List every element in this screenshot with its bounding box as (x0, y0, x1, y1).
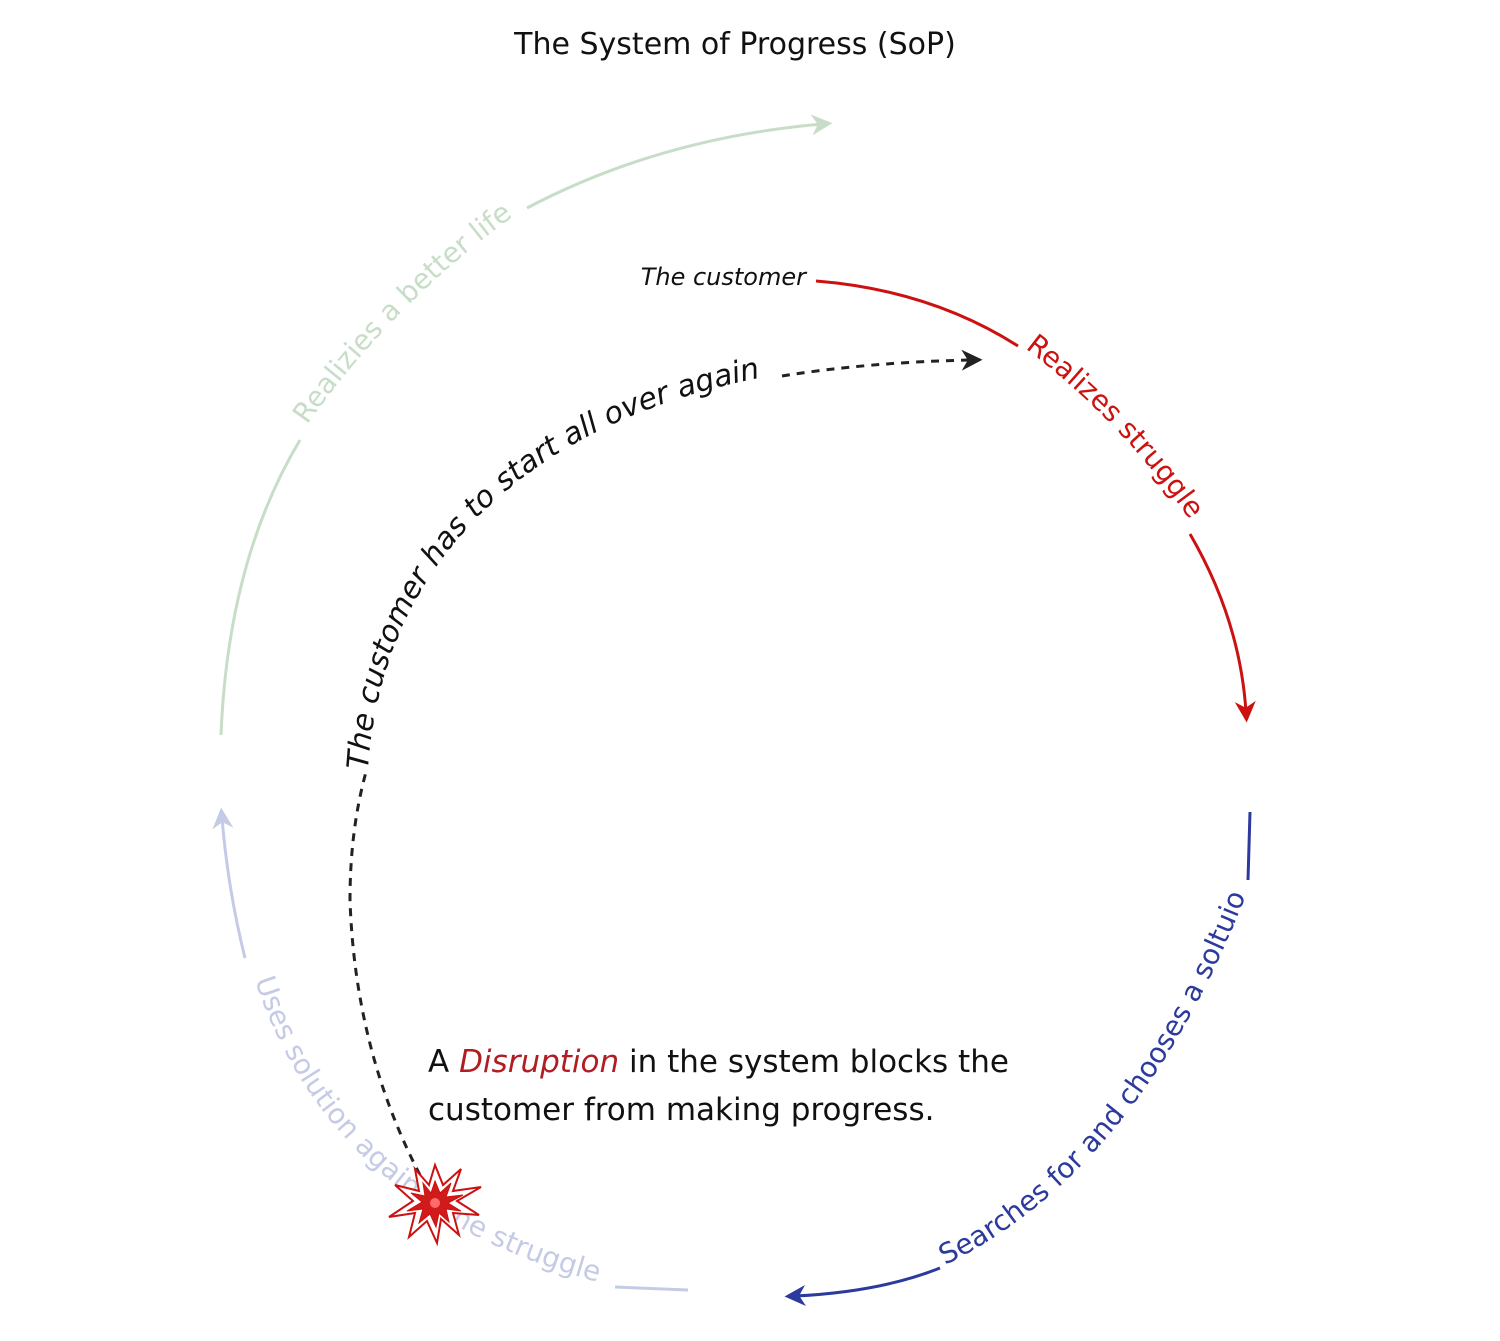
start-label: The customer (641, 263, 808, 291)
restart-dashed-line-lower (348, 771, 422, 1176)
better-life-arc-end (526, 114, 833, 210)
caption-emphasis-disruption: Disruption (459, 1044, 620, 1080)
restart-label: The customer has to start all over again (341, 351, 762, 770)
caption-line1-suffix: in the system blocks the (619, 1044, 1009, 1080)
uses-solution-arc-start (614, 1285, 689, 1292)
realizes-struggle-arc-end (1188, 533, 1256, 723)
stage-label-realizes-struggle: Realizes struggle (1021, 327, 1211, 523)
searches-arc-start (1246, 811, 1252, 881)
searches-arc-end (784, 1266, 941, 1306)
uses-solution-arc-end (212, 807, 247, 959)
caption-line2: customer from making progress. (428, 1092, 935, 1128)
disruption-caption: A Disruption in the system blocks the cu… (428, 1038, 1068, 1134)
caption-line1-prefix: A (428, 1044, 460, 1080)
better-life-arc-start (219, 439, 302, 736)
realizes-struggle-arc-start (815, 279, 1019, 348)
diagram-title: The System of Progress (SoP) (513, 27, 956, 62)
restart-dashed-line-upper (781, 349, 983, 378)
disruption-burst-icon (388, 1161, 482, 1247)
stage-label-better-life: Realizies a better life (286, 195, 517, 429)
